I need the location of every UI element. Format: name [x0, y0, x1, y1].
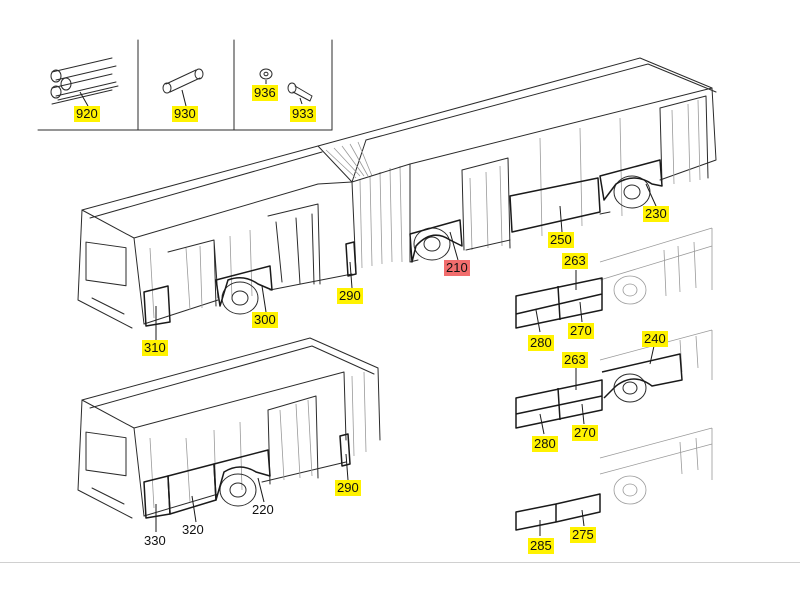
callout-936[interactable]: 936	[252, 85, 278, 101]
callout-210[interactable]: 210	[444, 260, 470, 276]
leader-lines	[79, 80, 657, 536]
detail-view-1	[515, 227, 713, 329]
callout-290-articulated[interactable]: 290	[337, 288, 363, 304]
panel-310	[143, 285, 171, 327]
callout-275[interactable]: 275	[570, 527, 596, 543]
panel-230	[599, 159, 663, 201]
parts-box	[37, 39, 333, 131]
panel-290-solo	[339, 433, 351, 467]
callout-920[interactable]: 920	[74, 106, 100, 122]
panel-220	[213, 449, 271, 501]
panel-290	[345, 241, 357, 277]
articulated-bus-drawing	[77, 57, 717, 329]
panel-300	[215, 265, 273, 307]
rod-bundle-icon	[50, 57, 119, 105]
callout-280-view2[interactable]: 280	[532, 436, 558, 452]
callout-263-view1[interactable]: 263	[562, 253, 588, 269]
callout-250[interactable]: 250	[548, 232, 574, 248]
screw-icon	[287, 82, 313, 102]
bottom-divider	[0, 562, 800, 563]
panel-210	[409, 219, 463, 263]
callout-240[interactable]: 240	[642, 331, 668, 347]
washer-icon	[259, 68, 273, 80]
callout-220[interactable]: 220	[252, 502, 274, 517]
callout-263-view2[interactable]: 263	[562, 352, 588, 368]
callout-300[interactable]: 300	[252, 312, 278, 328]
solo-bus-drawing	[77, 337, 381, 519]
callout-310[interactable]: 310	[142, 340, 168, 356]
detail-view-3	[515, 427, 713, 531]
callout-280-view1[interactable]: 280	[528, 335, 554, 351]
callout-930[interactable]: 930	[172, 106, 198, 122]
callout-270-view1[interactable]: 270	[568, 323, 594, 339]
callout-933[interactable]: 933	[290, 106, 316, 122]
articulated-bus-panels	[143, 159, 663, 327]
panel-250	[509, 177, 601, 233]
callout-285[interactable]: 285	[528, 538, 554, 554]
detail-view-2	[515, 329, 713, 429]
callout-320[interactable]: 320	[182, 522, 204, 537]
callout-230[interactable]: 230	[643, 206, 669, 222]
callout-270-view2[interactable]: 270	[572, 425, 598, 441]
tube-icon	[162, 68, 204, 94]
callout-330[interactable]: 330	[144, 533, 166, 548]
callout-290-solo[interactable]: 290	[335, 480, 361, 496]
